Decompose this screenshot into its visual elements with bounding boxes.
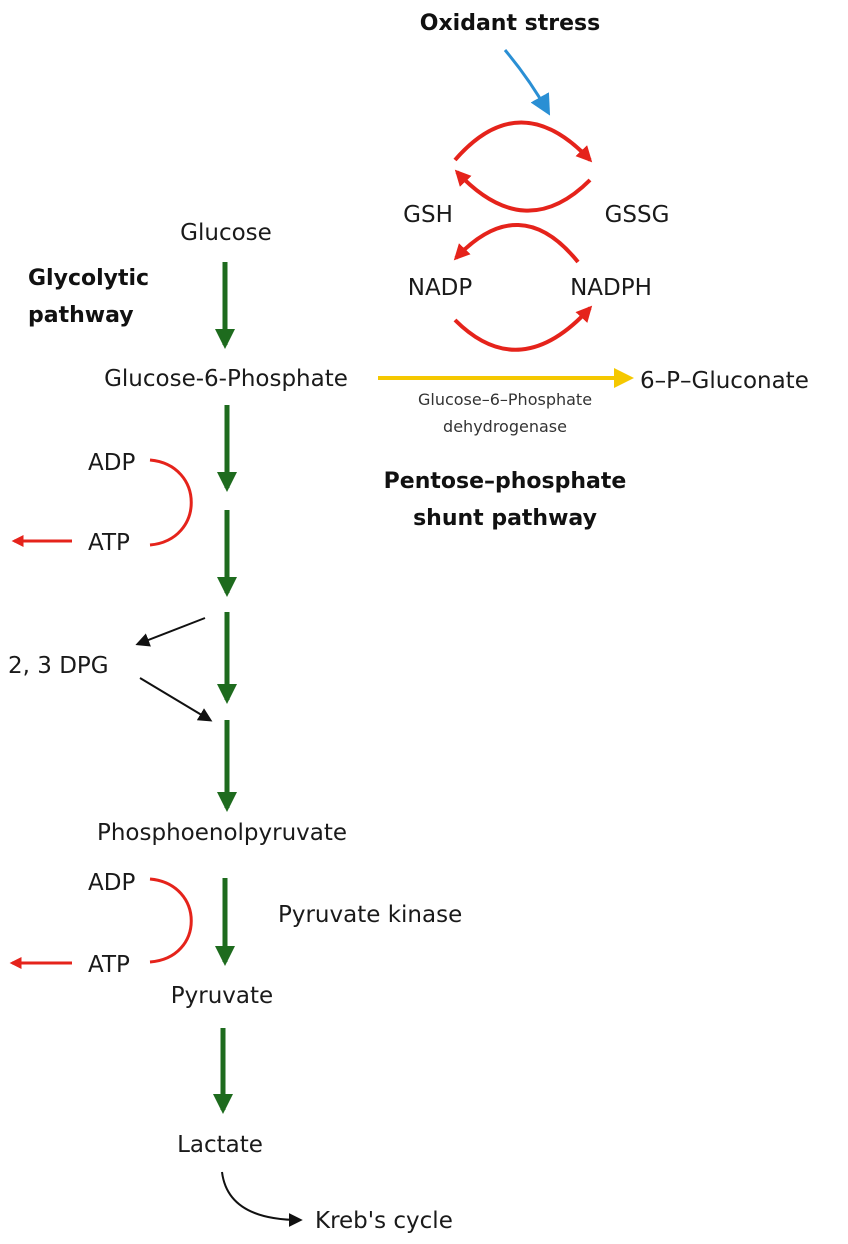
phosphoenolpyruvate-label: Phosphoenolpyruvate: [97, 820, 347, 846]
nadp-formation-arrow: [453, 223, 580, 264]
pentose-phosphate-label-line2: shunt pathway: [413, 506, 597, 531]
glycolytic-pathway-label-line2: pathway: [28, 303, 134, 328]
gluconate-label: 6–P–Gluconate: [640, 368, 809, 394]
dpg-return-arrow: [139, 677, 213, 722]
krebs-cycle-label: Kreb's cycle: [315, 1208, 453, 1234]
adp-label-2: ADP: [88, 870, 135, 896]
gssg-label: GSSG: [605, 202, 670, 228]
dpg-formation-arrow: [135, 617, 206, 647]
atp-label-1: ATP: [88, 530, 130, 556]
gsh-regeneration-arrow: [454, 169, 592, 213]
g6pd-enzyme-label-line1: Glucose–6–Phosphate: [418, 390, 592, 409]
glucose-label: Glucose: [180, 220, 272, 246]
pyruvate-label: Pyruvate: [171, 983, 273, 1009]
glucose-6-phosphate-label: Glucose-6-Phosphate: [104, 366, 348, 392]
atp-label-2: ATP: [88, 952, 130, 978]
pentose-phosphate-label-line1: Pentose–phosphate: [384, 469, 627, 494]
g6pd-enzyme-label-line2: dehydrogenase: [443, 417, 567, 436]
pyruvate-kinase-label: Pyruvate kinase: [278, 902, 462, 928]
nadph-label: NADPH: [570, 275, 652, 301]
nadph-regeneration-arrow: [453, 305, 593, 352]
dpg-label: 2, 3 DPG: [8, 653, 109, 679]
lactate-label: Lactate: [177, 1132, 263, 1158]
gssg-formation-arrow: [453, 120, 593, 163]
glycolytic-pathway-label-line1: Glycolytic: [28, 266, 149, 291]
adp-atp-cycle-1: [149, 458, 193, 547]
adp-atp-cycle-2: [149, 877, 193, 964]
gsh-label: GSH: [403, 202, 453, 228]
adp-label-1: ADP: [88, 450, 135, 476]
nadp-label: NADP: [408, 275, 473, 301]
krebs-cycle-arrow: [221, 1171, 303, 1227]
oxidant-stress-label: Oxidant stress: [420, 11, 600, 36]
oxidant-stress-arrow: [503, 49, 551, 116]
